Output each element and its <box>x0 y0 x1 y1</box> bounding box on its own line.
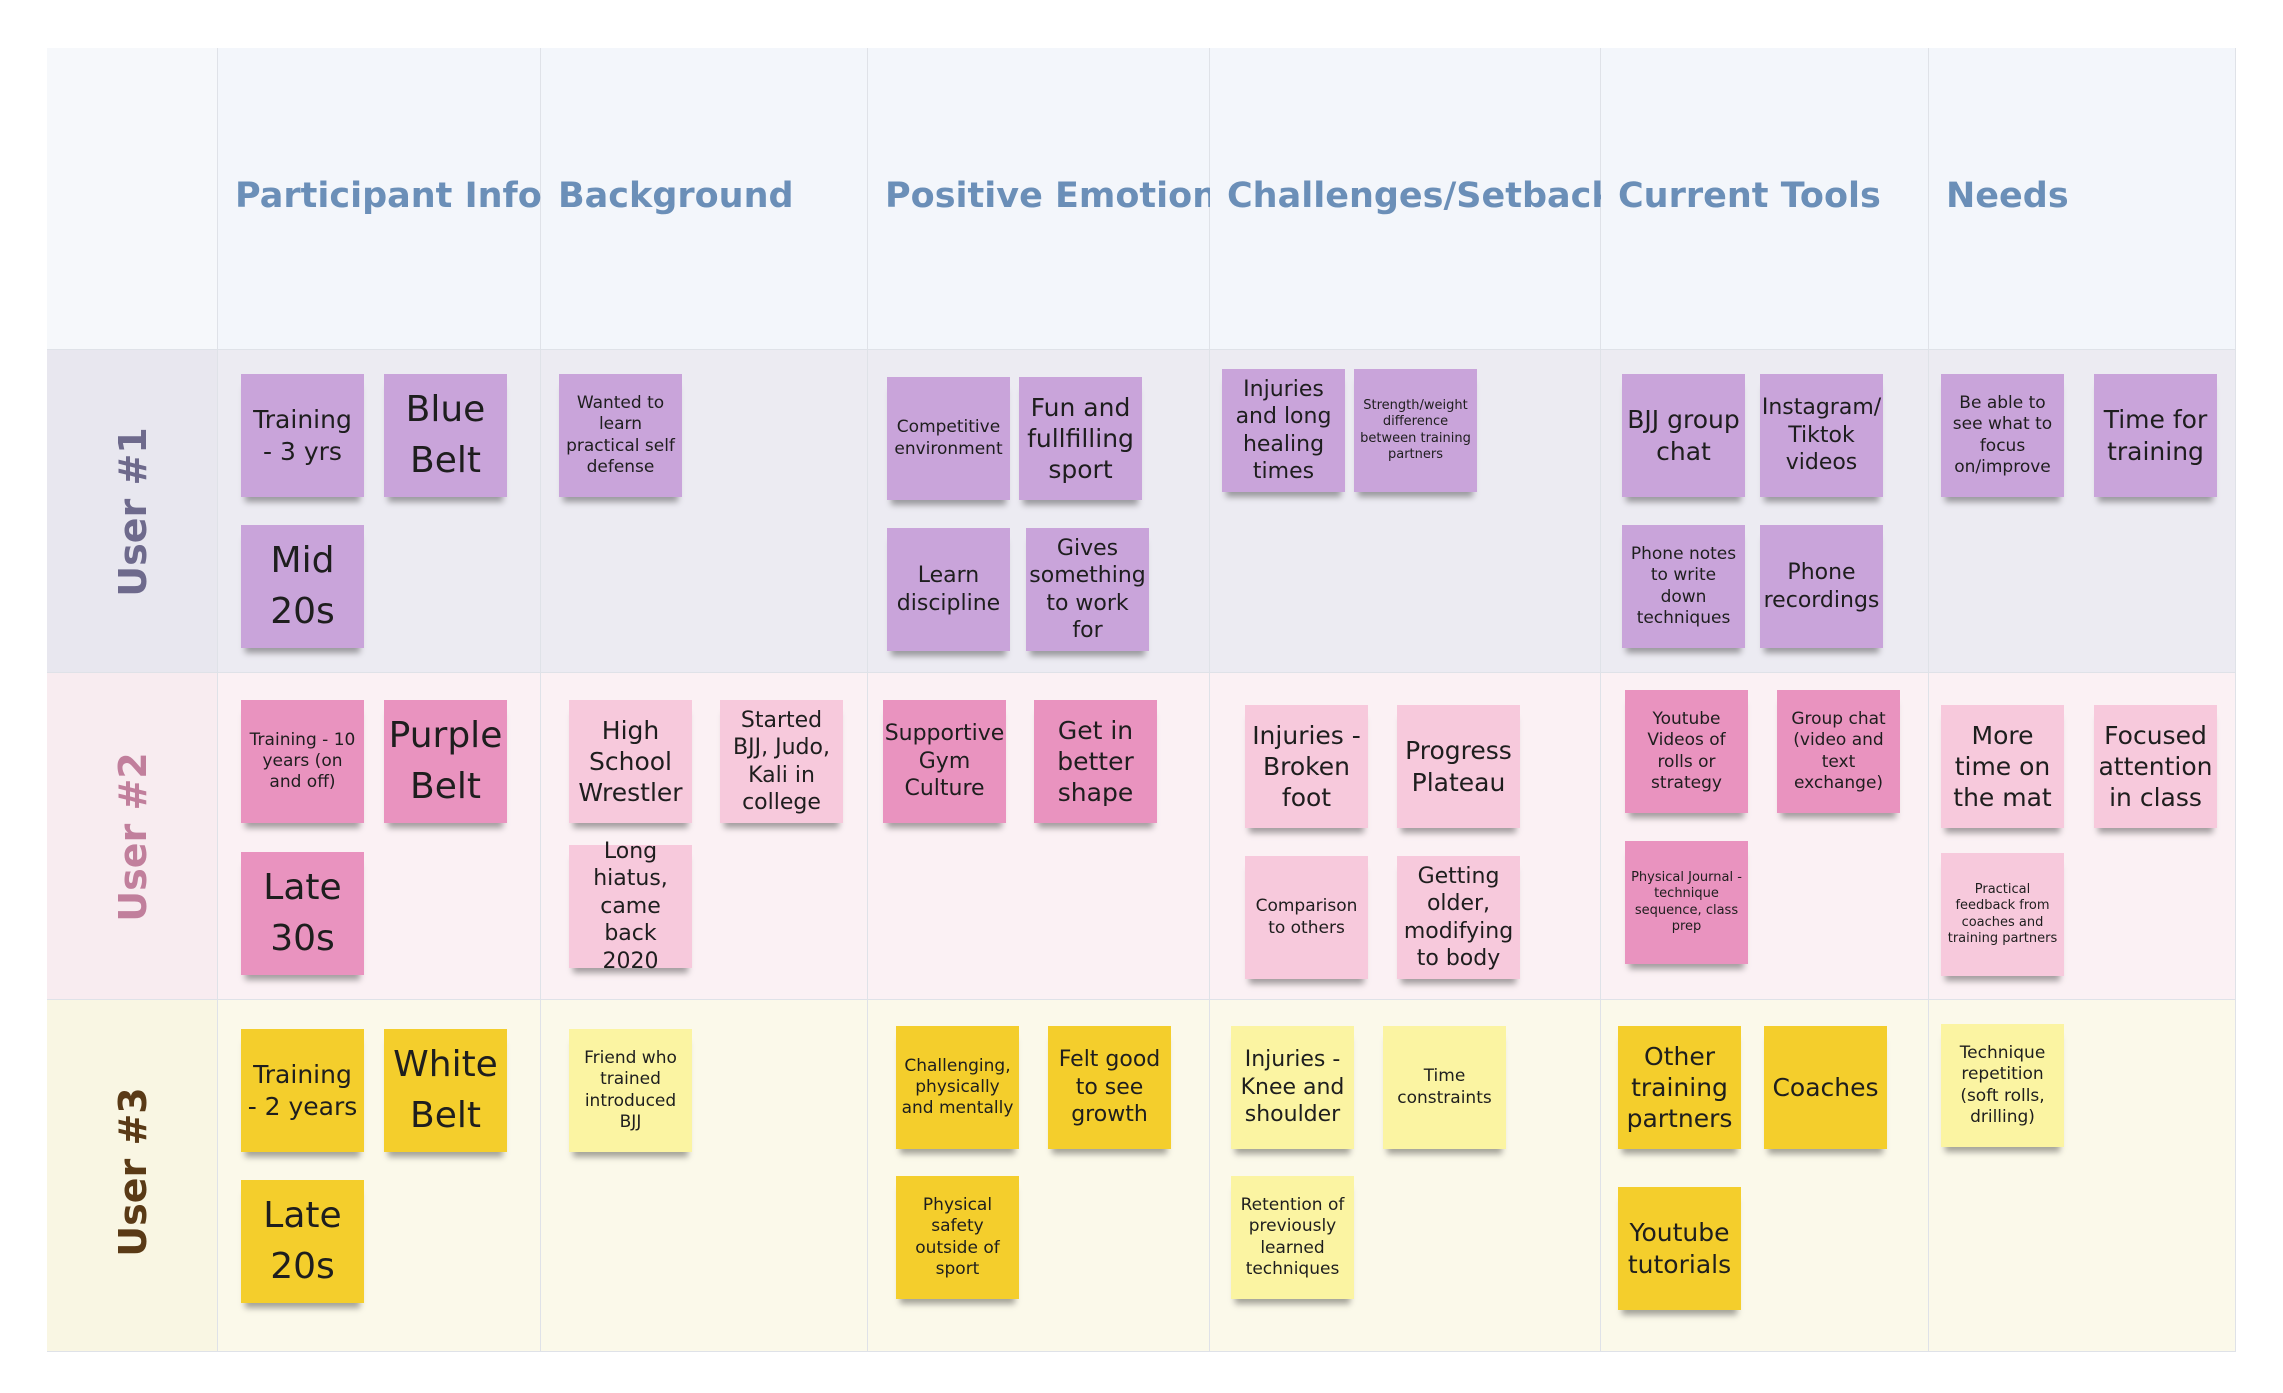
sticky-note[interactable]: Purple Belt <box>384 700 507 823</box>
sticky-note[interactable]: Getting older, modifying to body <box>1397 856 1520 979</box>
sticky-note[interactable]: Focused attention in class <box>2094 705 2217 828</box>
sticky-note[interactable]: Group chat (video and text exchange) <box>1777 690 1900 813</box>
sticky-note[interactable]: Phone recordings <box>1760 525 1883 648</box>
sticky-note[interactable]: Physical safety outside of sport <box>896 1176 1019 1299</box>
column-title: Participant Info <box>235 176 542 216</box>
sticky-note[interactable]: Felt good to see growth <box>1048 1026 1171 1149</box>
sticky-note[interactable]: Training - 2 years <box>241 1029 364 1152</box>
sticky-note[interactable]: Time constraints <box>1383 1026 1506 1149</box>
header-positive-emotions: Positive Emotions <box>868 48 1238 350</box>
sticky-note[interactable]: Comparison to others <box>1245 856 1368 979</box>
sticky-note[interactable]: Wanted to learn practical self defense <box>559 374 682 497</box>
column-title: Challenges/Setbacks <box>1227 176 1636 216</box>
sticky-note[interactable]: Injuries and long healing times <box>1222 369 1345 492</box>
sticky-note[interactable]: Late 30s <box>241 852 364 975</box>
sticky-note[interactable]: Progress Plateau <box>1397 705 1520 828</box>
sticky-note[interactable]: Physical Journal - technique sequence, c… <box>1625 841 1748 964</box>
sticky-note[interactable]: Other training partners <box>1618 1026 1741 1149</box>
row-label-user3: User #3 <box>111 1087 155 1257</box>
sticky-note[interactable]: Fun and fullfilling sport <box>1019 377 1142 500</box>
column-title: Background <box>558 176 794 216</box>
sticky-note[interactable]: Challenging, physically and mentally <box>896 1026 1019 1149</box>
sticky-note[interactable]: Youtube tutorials <box>1618 1187 1741 1310</box>
column-title: Current Tools <box>1618 176 1881 216</box>
sticky-note[interactable]: Get in better shape <box>1034 700 1157 823</box>
header-current-tools: Current Tools <box>1601 48 1929 350</box>
sticky-note[interactable]: Friend who trained introduced BJJ <box>569 1029 692 1152</box>
row-label-user2: User #2 <box>111 752 155 922</box>
row-label-cell-user3: User #3 <box>47 1000 218 1352</box>
header-needs: Needs <box>1929 48 2236 350</box>
sticky-note[interactable]: BJJ group chat <box>1622 374 1745 497</box>
sticky-note[interactable]: Be able to see what to focus on/improve <box>1941 374 2064 497</box>
sticky-note[interactable]: Strength/weight difference between train… <box>1354 369 1477 492</box>
sticky-note[interactable]: Late 20s <box>241 1180 364 1303</box>
header-challenges: Challenges/Setbacks <box>1210 48 1636 350</box>
sticky-note[interactable]: Instagram/ Tiktok videos <box>1760 374 1883 497</box>
sticky-note[interactable]: Youtube Videos of rolls or strategy <box>1625 690 1748 813</box>
sticky-note[interactable]: Competitive environment <box>887 377 1010 500</box>
row-label-cell-user2: User #2 <box>47 673 218 1000</box>
sticky-note[interactable]: Gives something to work for <box>1026 528 1149 651</box>
sticky-note[interactable]: Coaches <box>1764 1026 1887 1149</box>
sticky-note[interactable]: Phone notes to write down techniques <box>1622 525 1745 648</box>
sticky-note[interactable]: Time for training <box>2094 374 2217 497</box>
header-participant-info: Participant Info <box>218 48 542 350</box>
sticky-note[interactable]: Technique repetition (soft rolls, drilli… <box>1941 1024 2064 1147</box>
sticky-note[interactable]: Injuries - Broken foot <box>1245 705 1368 828</box>
sticky-note[interactable]: Practical feedback from coaches and trai… <box>1941 853 2064 976</box>
sticky-note[interactable]: Injuries - Knee and shoulder <box>1231 1026 1354 1149</box>
affinity-board: Participant Info Background Positive Emo… <box>47 48 2236 1352</box>
sticky-note[interactable]: Retention of previously learned techniqu… <box>1231 1176 1354 1299</box>
corner-cell <box>47 48 218 350</box>
column-title: Needs <box>1946 176 2069 216</box>
sticky-note[interactable]: Long hiatus, came back 2020 <box>569 839 692 974</box>
sticky-note[interactable]: Started BJJ, Judo, Kali in college <box>720 700 843 823</box>
sticky-note[interactable]: Training - 3 yrs <box>241 374 364 497</box>
sticky-note[interactable]: High School Wrestler <box>569 700 692 823</box>
sticky-note[interactable]: White Belt <box>384 1029 507 1152</box>
sticky-note[interactable]: Blue Belt <box>384 374 507 497</box>
row-label-cell-user1: User #1 <box>47 350 218 673</box>
sticky-note[interactable]: Learn discipline <box>887 528 1010 651</box>
sticky-note[interactable]: Supportive Gym Culture <box>883 700 1006 823</box>
sticky-note[interactable]: Training - 10 years (on and off) <box>241 700 364 823</box>
sticky-note[interactable]: Mid 20s <box>241 525 364 648</box>
header-background: Background <box>541 48 868 350</box>
sticky-note[interactable]: More time on the mat <box>1941 705 2064 828</box>
row-label-user1: User #1 <box>111 427 155 597</box>
column-title: Positive Emotions <box>885 176 1238 216</box>
